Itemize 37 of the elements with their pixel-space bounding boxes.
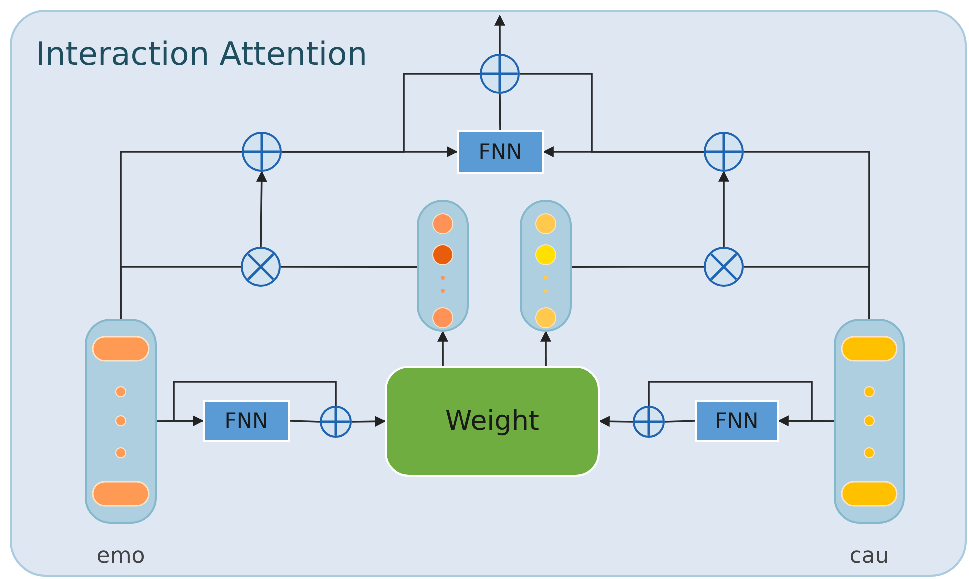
weight-block (385, 366, 600, 477)
connector-line (120, 151, 242, 319)
add-operator (242, 132, 282, 172)
connector-line (572, 266, 704, 268)
connector-line (282, 73, 480, 153)
connector-line (157, 381, 337, 422)
multiply-operator (241, 247, 281, 287)
fnn-block (457, 130, 544, 174)
vector-label: cau (850, 546, 890, 568)
module-panel (10, 10, 967, 577)
arrow (438, 330, 449, 366)
connector-line (664, 420, 696, 423)
connector-line (290, 420, 320, 423)
add-operator (633, 406, 665, 438)
block-label: FNN (224, 410, 268, 432)
connector-line (281, 266, 417, 268)
fnn-block (203, 400, 290, 442)
arrow (540, 330, 552, 366)
arrow (598, 416, 634, 428)
vector-label: emo (96, 546, 146, 568)
add-operator (704, 132, 744, 172)
block-label: Weight (445, 408, 540, 435)
arrow (718, 170, 730, 247)
add-operator (480, 54, 520, 94)
add-operator (320, 406, 352, 438)
panel-title: Interaction Attention (36, 38, 368, 70)
connector-line (499, 94, 502, 130)
arrow (352, 416, 386, 428)
connector-line (744, 151, 870, 319)
connector-line (648, 381, 834, 422)
multiply-operator (704, 247, 744, 287)
block-label: FNN (478, 142, 522, 162)
fnn-block (695, 400, 779, 442)
connector-line (520, 73, 704, 153)
arrow (494, 14, 506, 54)
arrow (256, 170, 268, 248)
block-label: FNN (715, 410, 759, 432)
